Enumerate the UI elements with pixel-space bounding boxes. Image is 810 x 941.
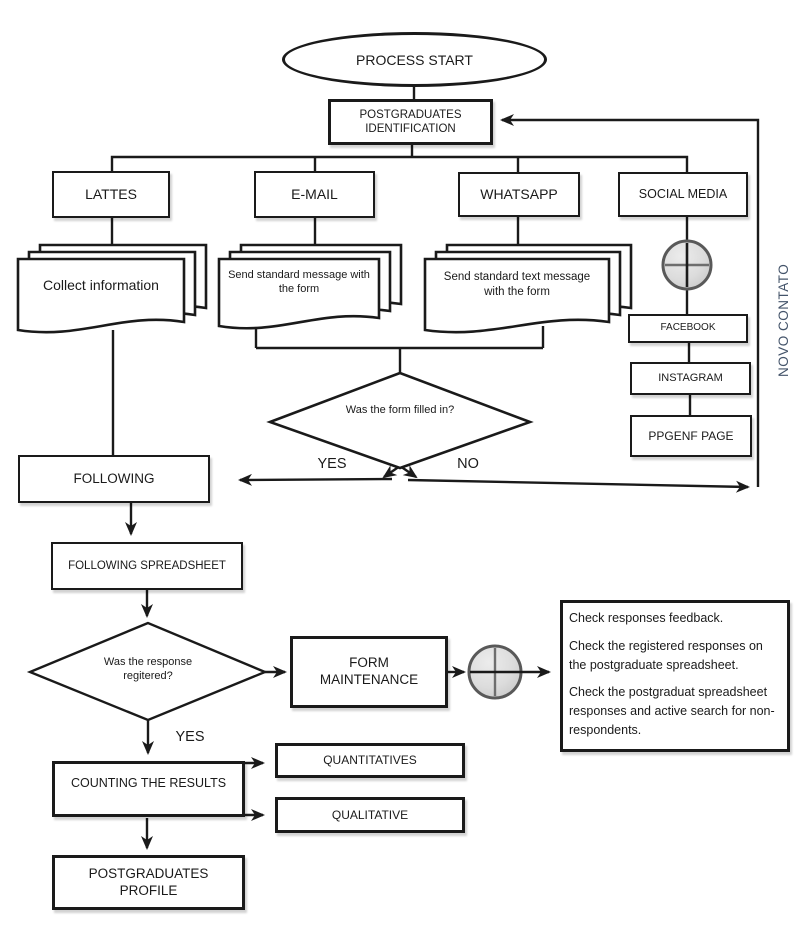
junction-plus-icon [467, 644, 551, 700]
decision-form-filled-question: Was the form filled in? [345, 404, 455, 416]
lattes-label: LATTES [85, 185, 137, 202]
quantitatives-box: QUANTITATIVES [275, 743, 465, 778]
check-note-2: Check the registered responses on the po… [569, 638, 763, 672]
form-maintenance-label: FORM MAINTENANCE [319, 655, 419, 687]
social-page-instagram: INSTAGRAM [630, 362, 751, 395]
new-contact-label: NOVO CONTATO [776, 263, 791, 377]
channel-box-email: E-MAIL [254, 171, 375, 218]
check-notes-box: Check responses feedback. Check the regi… [560, 600, 790, 752]
channel-box-lattes: LATTES [52, 171, 170, 218]
facebook-label: FACEBOOK [660, 322, 716, 334]
quantitatives-label: QUANTITATIVES [323, 753, 417, 767]
instagram-label: INSTAGRAM [658, 371, 723, 384]
check-note-1: Check responses feedback. [569, 611, 724, 625]
email-label: E-MAIL [291, 185, 338, 202]
identification-label: POSTGRADUATES IDENTIFICATION [359, 108, 462, 135]
postgraduates-profile-box: POSTGRADUATES PROFILE [52, 855, 245, 910]
following-label: FOLLOWING [73, 470, 155, 486]
channel-box-social-media: SOCIAL MEDIA [618, 172, 748, 217]
start-terminator: PROCESS START [282, 32, 547, 87]
qualitative-label: QUALITATIVE [331, 807, 409, 822]
social-media-label: SOCIAL MEDIA [638, 186, 728, 201]
postgraduates-profile-label: POSTGRADUATES PROFILE [88, 865, 209, 898]
qualitative-box: QUALITATIVE [275, 797, 465, 833]
start-label: PROCESS START [356, 51, 473, 68]
channel-box-whatsapp: WHATSAPP [458, 172, 580, 217]
decision-response-registered-question: Was the response regitered? [103, 656, 193, 682]
counting-results-label: COUNTING THE RESULTS [70, 776, 227, 790]
social-page-facebook: FACEBOOK [628, 314, 748, 343]
counting-results-box: COUNTING THE RESULTS [52, 761, 245, 817]
whatsapp-message-text: Send standard text message with the form [443, 271, 591, 298]
yes-branch-label: YES [317, 456, 347, 472]
check-note-3: Check the postgraduat spreadsheet respon… [569, 685, 775, 737]
junction-plus-icon [661, 239, 713, 291]
ppgenf-label: PPGENF PAGE [648, 428, 734, 443]
whatsapp-label: WHATSAPP [480, 185, 558, 202]
yes-branch-label-2: YES [175, 729, 205, 745]
email-message-text: Send standard message with the form [228, 269, 370, 296]
collect-information-text: Collect information [43, 277, 159, 293]
form-maintenance-box: FORM MAINTENANCE [290, 636, 448, 708]
identification-box: POSTGRADUATES IDENTIFICATION [328, 99, 493, 145]
social-page-ppgenf: PPGENF PAGE [630, 415, 752, 457]
following-spreadsheet-label: FOLLOWING SPREADSHEET [68, 559, 226, 572]
following-box: FOLLOWING [18, 455, 210, 503]
no-branch-label: NO [457, 456, 479, 472]
decision-diamond-form-filled [266, 371, 534, 470]
following-spreadsheet-box: FOLLOWING SPREADSHEET [51, 542, 243, 590]
